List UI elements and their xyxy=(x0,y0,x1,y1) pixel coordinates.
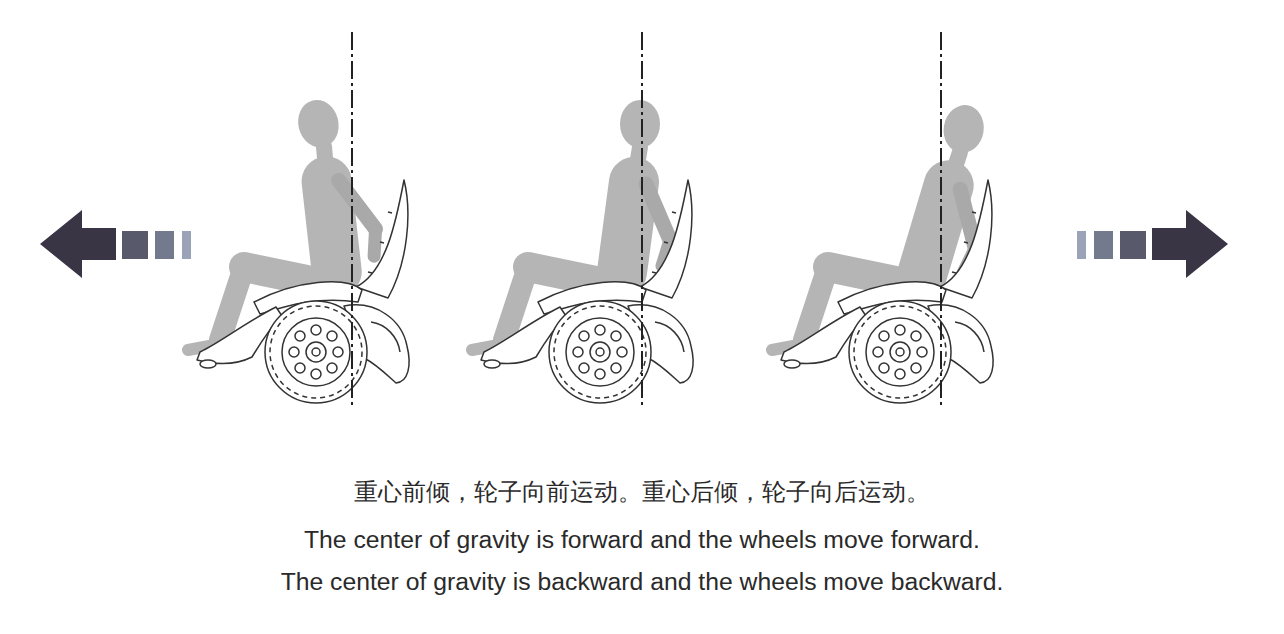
caption-line: The center of gravity is backward and th… xyxy=(0,568,1284,596)
caption-line: The center of gravity is forward and the… xyxy=(0,526,1284,554)
caption-line: 重心前倾，轮子向前运动。重心后倾，轮子向后运动。 xyxy=(0,476,1284,508)
